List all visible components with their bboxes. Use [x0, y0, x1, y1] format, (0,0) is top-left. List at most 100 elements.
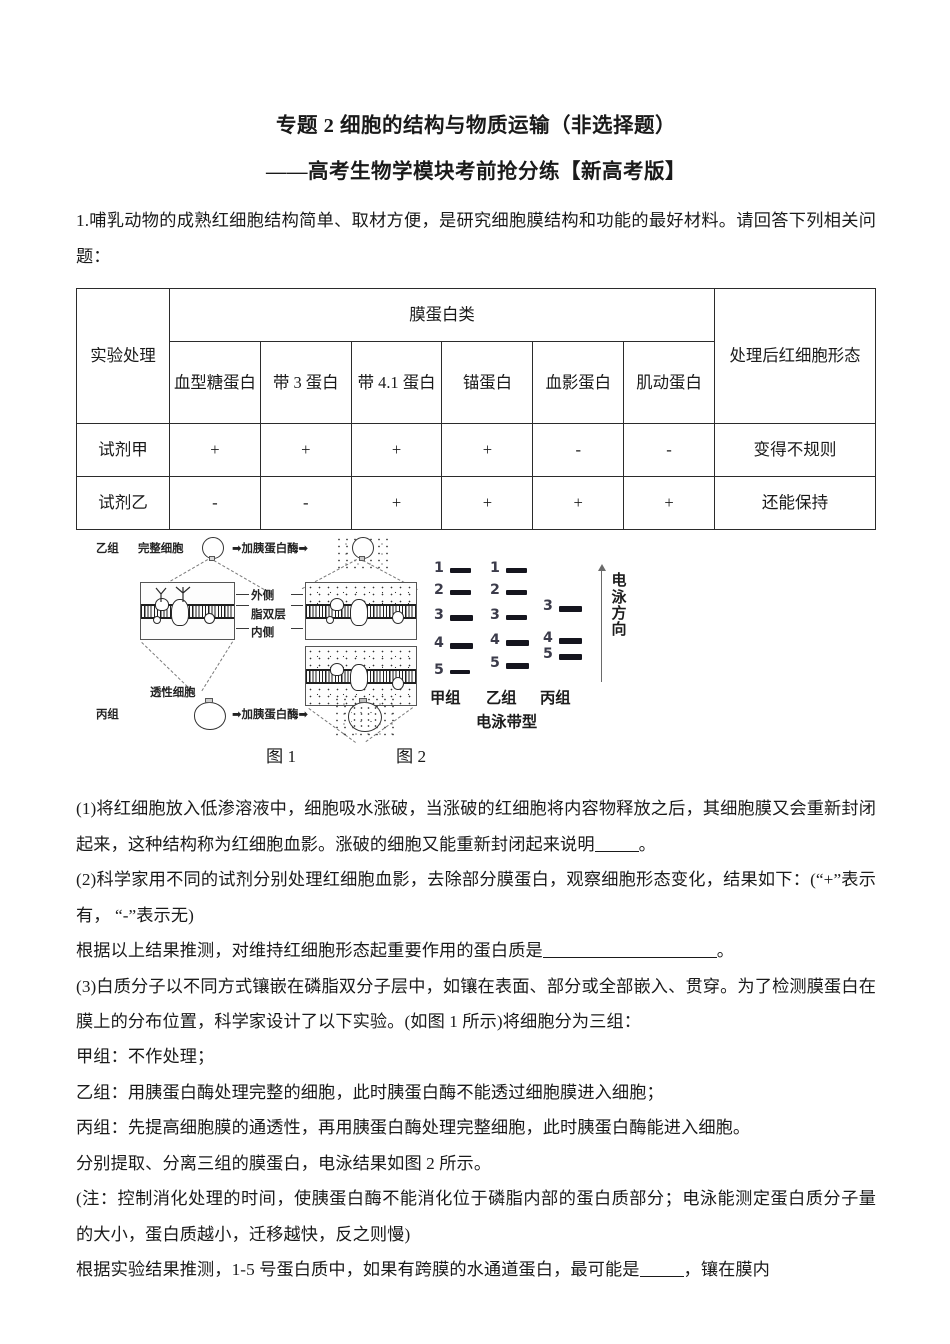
fig2-group-label-jia: 甲组 [430, 689, 461, 708]
figure-captions: 图 1 图 2 [76, 744, 536, 778]
group-jia-description: 甲组：不作处理； [76, 1047, 215, 1067]
fig1-intact-cell-label: 完整细胞 [138, 541, 184, 556]
fig2-lane3-band-5 [559, 654, 582, 661]
table-header-row-2: 血型糖蛋白 带 3 蛋白 带 4.1 蛋白 锚蛋白 血影蛋白 肌动蛋白 [77, 341, 876, 425]
fig1-cell-neck-icon-4 [359, 698, 367, 704]
question-3-tail: ，镶在膜内 [683, 1260, 770, 1279]
page-subtitle: ——高考生物学模块考前抢分练【新高考版】 [266, 160, 686, 183]
fig1-cell-neck-icon [209, 556, 215, 562]
question-3-followup: 根据实验结果推测，1-5 号蛋白质中，如果有跨膜的水通道蛋白，最可能是 ，镶在膜内 [76, 1252, 876, 1287]
table-header-protein-2: 带 4.1 蛋白 [350, 341, 443, 425]
table-cell-0-1: + [259, 423, 352, 478]
fig2-direction-arrowhead-icon [598, 564, 606, 572]
fig1-inner-protein-icon [153, 616, 161, 625]
fig2-lane1-band-label-4: 4 [434, 635, 444, 652]
fig1-tick [236, 594, 249, 596]
fig2-lane1-band-5 [450, 670, 470, 675]
figure-1-caption: 图 1 [266, 747, 297, 767]
fig2-lane2-band-2 [506, 590, 527, 596]
table-cell-0-5: - [623, 423, 715, 478]
answer-blank[interactable] [542, 957, 717, 959]
document-content: 专题 2 细胞的结构与物质运输（非选择题） ——高考生物学模块考前抢分练【新高考… [76, 0, 876, 1287]
fig2-lane3-band-label-3: 3 [543, 598, 553, 615]
table-row-label-1: 试剂乙 [76, 476, 170, 531]
fig2-lane3-band-3 [559, 606, 582, 613]
table-cell-0-3: + [441, 423, 534, 478]
fig2-direction-label: 电泳方向 [611, 571, 627, 638]
fig2-lane2-band-1 [506, 568, 527, 574]
table-header-experiment: 实验处理 [76, 288, 170, 425]
answer-blank[interactable] [639, 1276, 684, 1277]
fig1-transmembrane-protein-icon [171, 599, 189, 627]
fig1-label-outer-side: 外侧 [251, 588, 275, 603]
fig1-tick [236, 605, 249, 607]
fig1-transmembrane-protein-icon [350, 599, 368, 627]
table-cell-1-1: - [259, 476, 352, 531]
fig2-lane1-band-3 [450, 615, 473, 622]
answer-blank[interactable] [594, 850, 639, 852]
figure-block: 乙组 完整细胞 ➡加胰蛋白酶➡ [76, 536, 876, 791]
table-cell-0-2: + [350, 423, 443, 478]
table-cell-1-5: + [623, 476, 715, 531]
fig1-group-b-label: 乙组 [96, 541, 119, 556]
table-header-row-1: 实验处理 膜蛋白类 处理后红细胞形态 [76, 288, 876, 425]
figure-2-caption: 图 2 [396, 747, 427, 767]
fig2-lane1-band-1 [450, 568, 471, 574]
fig2-lane1-band-label-2: 2 [434, 582, 444, 599]
fig2-lane2-band-3 [506, 615, 527, 621]
fig2-lane1-band-label-5: 5 [434, 662, 444, 679]
fig1-permeable-cell-label: 透性细胞 [150, 685, 196, 700]
fig2-direction-axis-line [601, 570, 602, 683]
question-2-tail: 。 [716, 941, 735, 961]
question-3: (3)白质分子以不同方式镶嵌在磷脂双分子层中，如镶在表面、部分或全部嵌入、贯穿。… [76, 976, 876, 1031]
lead-paragraph: 1.哺乳动物的成熟红细胞结构简单、取材方便，是研究细胞膜结构和功能的最好材料。请… [76, 211, 876, 266]
page-title: 专题 2 细胞的结构与物质运输（非选择题） [276, 115, 676, 137]
fig2-lane3-band-label-5: 5 [543, 646, 553, 663]
fig1-peripheral-protein-icon [155, 598, 169, 612]
fig1-permeable-cell-icon [194, 702, 226, 731]
fig1-enzyme-arrow-top: ➡加胰蛋白酶➡ [232, 541, 309, 556]
fig2-lane3-band-4 [559, 638, 582, 645]
fig2-lane2-band-label-5: 5 [490, 655, 500, 672]
table-cell-1-4: + [532, 476, 625, 531]
fig1-transmembrane-protein-icon [350, 664, 368, 692]
table-cell-1-3: + [441, 476, 534, 531]
fig1-enzyme-arrow-bottom: ➡加胰蛋白酶➡ [232, 707, 309, 722]
fig2-lane2-band-label-2: 2 [490, 582, 500, 599]
fig1-label-inner-side: 内侧 [251, 625, 275, 640]
table-row: 试剂乙 - - + + + + 还能保持 [76, 476, 876, 531]
extraction-description: 分别提取、分离三组的膜蛋白，电泳结果如图 2 所示。 [76, 1153, 492, 1173]
table-header-protein-1: 带 3 蛋白 [259, 341, 352, 425]
group-yi-description: 乙组：用胰蛋白酶处理完整的细胞，此时胰蛋白酶不能透过细胞膜进入细胞； [76, 1082, 664, 1102]
fig2-group-label-yi: 乙组 [486, 689, 517, 708]
fig2-lane2-band-4 [506, 640, 529, 647]
table-cell-1-0: - [169, 476, 261, 531]
fig2-lane1-band-label-1: 1 [434, 560, 444, 577]
table-header-protein-5: 肌动蛋白 [623, 341, 715, 425]
table-cell-1-2: + [350, 476, 443, 531]
figure-2-electrophoresis: 1 2 3 4 5 1 2 3 4 5 3 4 5 [428, 558, 678, 748]
fig2-group-label-bing: 丙组 [540, 689, 571, 708]
fig2-title: 电泳带型 [476, 713, 538, 732]
fig1-peripheral-protein-icon [330, 663, 344, 677]
membrane-protein-table: 实验处理 膜蛋白类 处理后红细胞形态 血型糖蛋白 带 3 蛋白 带 4.1 蛋白… [76, 288, 876, 531]
question-2-followup-text: 根据以上结果推测，对维持红细胞形态起重要作用的蛋白质是 [76, 941, 543, 961]
fig1-membrane-box-right-upper [305, 582, 417, 641]
fig1-inner-protein-icon [326, 616, 334, 625]
fig1-membrane-box-left [140, 582, 235, 641]
question-1: (1)将红细胞放入低渗溶液中，细胞吸水涨破，当涨破的红细胞将内容物释放之后，其细… [76, 791, 876, 862]
fig1-cell-neck-icon-3 [205, 698, 213, 704]
table-row: 试剂甲 + + + + - - 变得不规则 [76, 423, 876, 478]
fig2-lane2-band-label-1: 1 [490, 560, 500, 577]
question-2-followup: 根据以上结果推测，对维持红细胞形态起重要作用的蛋白质是 。 [76, 933, 876, 968]
fig2-lane3-band-label-4: 4 [543, 630, 553, 647]
fig1-inner-protein-icon [204, 613, 215, 625]
fig1-tick [236, 628, 249, 630]
table-cell-0-0: + [169, 423, 261, 478]
fig1-group-c-label: 丙组 [96, 707, 119, 722]
fig1-tick [291, 605, 303, 607]
question-3-followup-text: 根据实验结果推测，1-5 号蛋白质中，如果有跨膜的水通道蛋白，最可能是 [76, 1260, 640, 1279]
fig1-dashed-connector [201, 641, 233, 692]
table-header-protein-3: 锚蛋白 [441, 341, 534, 425]
